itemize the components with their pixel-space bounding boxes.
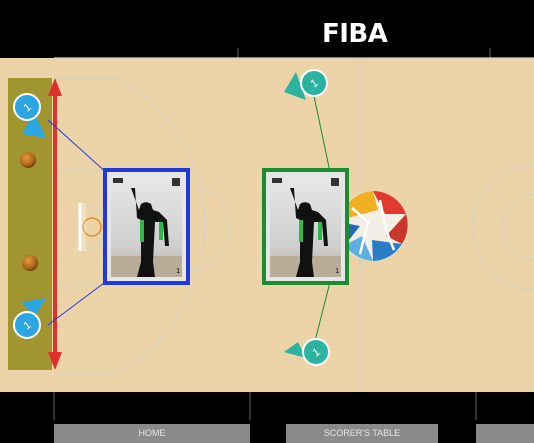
referee-photo: [111, 176, 182, 277]
referee-number: 1: [176, 268, 180, 275]
scorers-table-label: SCORER'S TABLE: [286, 424, 438, 443]
referee-number: 1: [335, 268, 339, 275]
flag-icon: [331, 178, 339, 186]
flag-icon: [172, 178, 180, 186]
fiba-logo: FIBA: [322, 14, 422, 54]
center-referee-card[interactable]: 1: [262, 168, 349, 285]
right-label: [476, 424, 534, 443]
referee-photo: [270, 176, 341, 277]
lead-referee-card[interactable]: 1: [103, 168, 190, 285]
home-label: HOME: [54, 424, 250, 443]
top-band: [0, 0, 534, 58]
